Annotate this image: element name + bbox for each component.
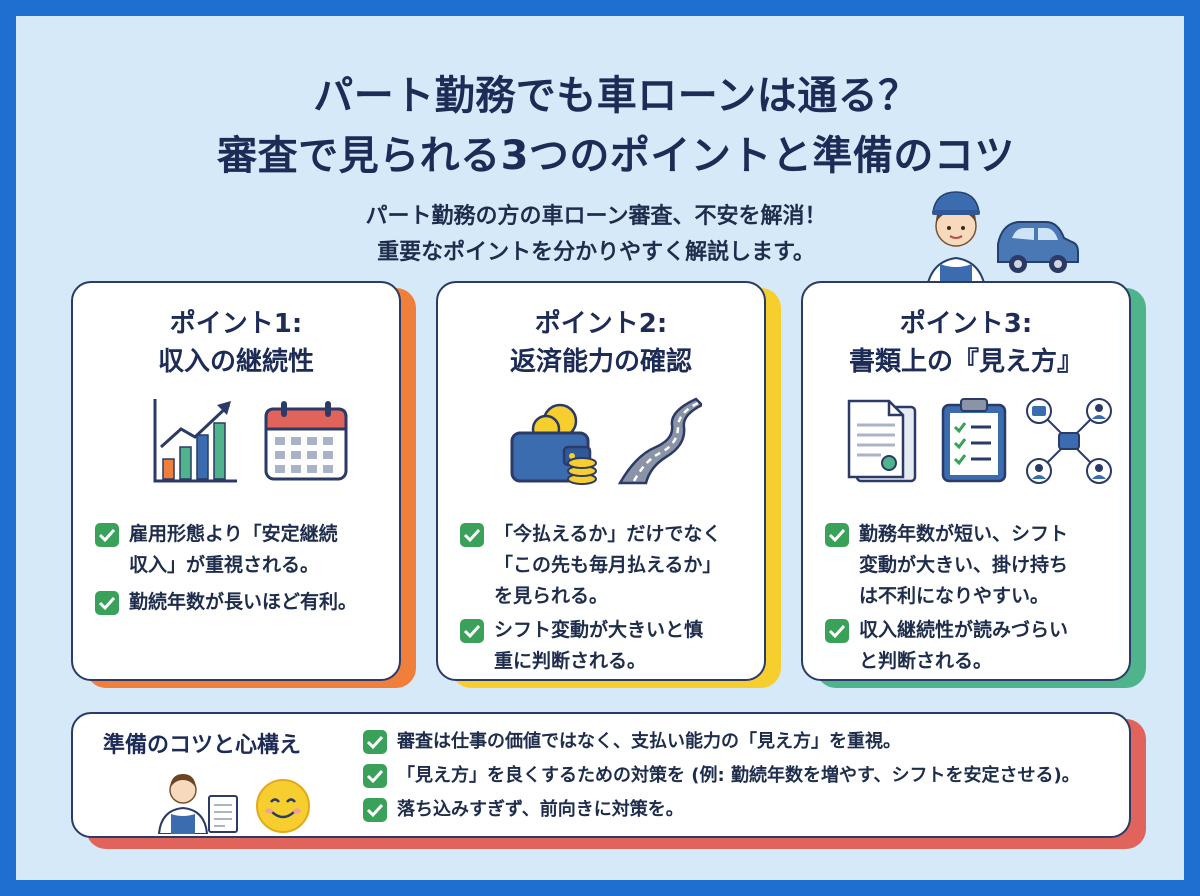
- point2-heading: 返済能力の確認: [509, 347, 692, 377]
- check-icon: [363, 798, 387, 822]
- tip-item-3: 落ち込みすぎず、前向きに対策を。: [363, 796, 684, 824]
- check-icon: [825, 523, 849, 547]
- check-icon: [460, 619, 484, 643]
- tip-item-2: 「見え方」を良くするための対策を (例: 勤続年数を増やす、シフトを安定させる)…: [363, 762, 1080, 790]
- point3-bullet2: 収入継続性が読みづらい と判断される。: [825, 615, 1115, 677]
- clipboard-checklist-icon: [941, 398, 1007, 483]
- point2-bullet2: シフト変動が大きいと慎 重に判断される。: [460, 615, 750, 677]
- point3-bullet1: 勤務年数が短い、シフト 変動が大きい、掛け持ち は不利になりやすい。: [825, 519, 1115, 612]
- point1-heading: 収入の継続性: [157, 347, 314, 377]
- point3-label: ポイント3:: [899, 309, 1033, 339]
- check-icon: [363, 764, 387, 788]
- growth-chart-icon: [153, 399, 237, 483]
- subtitle-line2: 重要なポイントを分かりやすく解説します。: [377, 240, 815, 265]
- point-card-2: ポイント2: 返済能力の確認 「今払えるか」だけでなく 「この先も毎月払えるか」: [436, 281, 766, 681]
- point2-bullet1: 「今払えるか」だけでなく 「この先も毎月払えるか」 を見られる。: [460, 519, 750, 612]
- point1-bullet2: 勤続年数が長いほど有利。: [95, 587, 385, 618]
- wallet-coins-icon: [510, 403, 597, 485]
- road-icon: [617, 397, 702, 485]
- tips-box: 準備のコツと心構え 審査は仕事の価値ではなく、支払い能力の「見え方」を重視。 「…: [71, 712, 1131, 838]
- smiley-face-icon: [256, 779, 310, 833]
- tips-title: 準備のコツと心構え: [103, 733, 302, 758]
- check-icon: [95, 523, 119, 547]
- point-card-1: ポイント1: 収入の継続性: [71, 281, 401, 681]
- point3-heading: 書類上の『見え方』: [848, 347, 1083, 377]
- check-icon: [460, 523, 484, 547]
- check-icon: [825, 619, 849, 643]
- worker-with-car-illustration: [924, 191, 1079, 297]
- subtitle-line1: パート勤務の方の車ローン審査、不安を解消！: [365, 204, 827, 229]
- point-card-3: ポイント3: 書類上の『見え方』: [801, 281, 1131, 681]
- page-title-line2: 審査で見られる3つのポイントと準備のコツ: [217, 133, 1015, 179]
- point2-label: ポイント2:: [534, 309, 668, 339]
- document-icon: [847, 399, 917, 483]
- point1-bullet1: 雇用形態より「安定継続 収入」が重視される。: [95, 519, 385, 581]
- check-icon: [95, 591, 119, 615]
- worker-with-document-icon: [157, 774, 238, 834]
- point1-label: ポイント1:: [169, 309, 303, 339]
- check-icon: [363, 730, 387, 754]
- page-title-line1: パート勤務でも車ローンは通る？: [313, 73, 919, 119]
- calendar-icon: [264, 401, 348, 481]
- tip-item-1: 審査は仕事の価値ではなく、支払い能力の「見え方」を重視。: [363, 728, 901, 756]
- network-people-icon: [1026, 398, 1112, 484]
- car-icon: [997, 221, 1079, 273]
